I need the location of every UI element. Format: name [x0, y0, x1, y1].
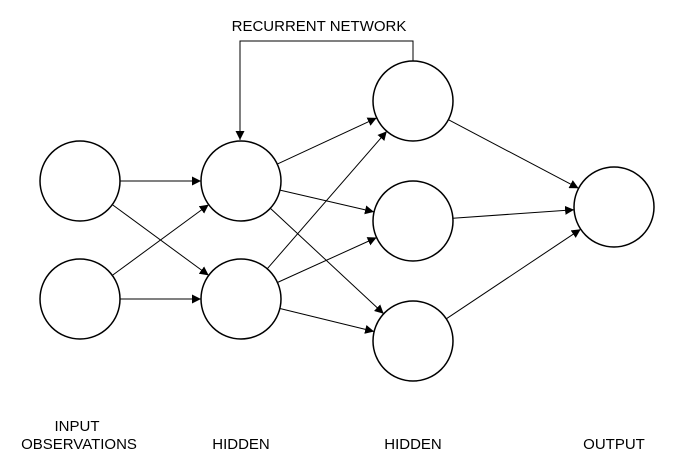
edge-hidden2-3-to-output-1 [446, 228, 581, 320]
input-label-line2: OBSERVATIONS [21, 436, 137, 453]
edge-hidden2-1-to-output-1 [448, 119, 579, 189]
hidden1-node-2 [200, 258, 282, 340]
input-node-2 [39, 258, 121, 340]
hidden2-node-3 [372, 300, 454, 382]
hidden-layer-2-label: HIDDEN [384, 436, 442, 453]
diagram-title: RECURRENT NETWORK [232, 18, 407, 35]
hidden1-node-1 [200, 140, 282, 222]
input-label-line1: INPUT [55, 418, 100, 435]
edge-hidden1-1-to-hidden2-3 [269, 207, 385, 315]
edge-hidden1-2-to-hidden2-1 [266, 130, 388, 270]
recurrent-loop-arrow [235, 40, 414, 140]
edge-hidden2-2-to-output-1 [452, 205, 575, 219]
edge-hidden1-2-to-hidden2-3 [279, 308, 375, 334]
hidden2-node-1 [372, 60, 454, 142]
output-label: OUTPUT [583, 436, 645, 453]
input-node-1 [39, 140, 121, 222]
hidden2-node-2 [372, 180, 454, 262]
output-node-1 [573, 166, 655, 248]
edge-hidden1-1-to-hidden2-2 [279, 189, 375, 215]
connections [112, 117, 581, 334]
nodes [39, 60, 655, 382]
edge-input-2-to-hidden1-1 [112, 204, 209, 276]
hidden-layer-1-label: HIDDEN [212, 436, 270, 453]
edge-hidden1-1-to-hidden2-1 [277, 117, 377, 165]
edge-hidden1-2-to-hidden2-2 [277, 237, 377, 283]
